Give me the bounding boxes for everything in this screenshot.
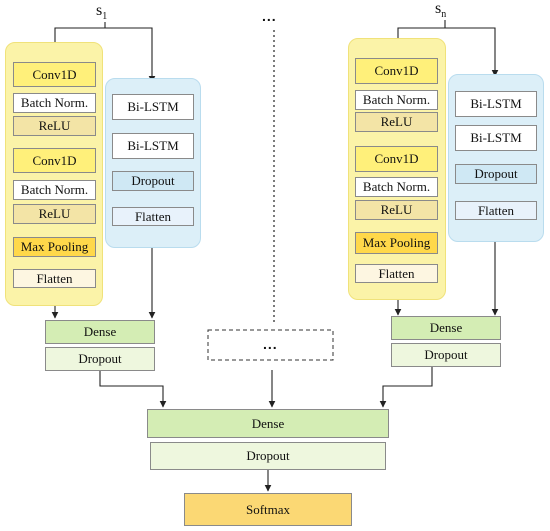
left-cnn-flatten: Flatten <box>13 269 96 288</box>
right-conv1d-2: Conv1D <box>355 146 438 172</box>
left-bilstm-1: Bi-LSTM <box>112 94 194 120</box>
left-bilstm-2: Bi-LSTM <box>112 133 194 159</box>
right-relu-1: ReLU <box>355 112 438 132</box>
right-lstm-dropout: Dropout <box>455 164 537 184</box>
input-label-sn: sn <box>435 0 447 21</box>
left-dropout: Dropout <box>45 347 155 371</box>
right-dense: Dense <box>391 316 501 340</box>
right-cnn-flatten: Flatten <box>355 264 438 283</box>
head-dropout: Dropout <box>150 442 386 470</box>
head-dense: Dense <box>147 409 389 438</box>
right-batch-norm-1: Batch Norm. <box>355 90 438 110</box>
right-conv1d-1: Conv1D <box>355 58 438 84</box>
right-lstm-flatten: Flatten <box>455 201 537 220</box>
left-relu-2: ReLU <box>13 204 96 224</box>
left-max-pooling: Max Pooling <box>13 237 96 257</box>
left-batch-norm-2: Batch Norm. <box>13 180 96 200</box>
right-max-pooling: Max Pooling <box>355 232 438 254</box>
arrow-s1-to-lstm <box>105 27 156 83</box>
right-relu-2: ReLU <box>355 200 438 220</box>
head-softmax: Softmax <box>184 493 352 526</box>
middle-ellipsis-box: ... <box>263 336 278 352</box>
left-relu-1: ReLU <box>13 116 96 136</box>
left-batch-norm-1: Batch Norm. <box>13 93 96 113</box>
left-dense: Dense <box>45 320 155 344</box>
input-label-s1: s1 <box>96 2 108 23</box>
left-lstm-dropout: Dropout <box>112 171 194 191</box>
right-bilstm-2: Bi-LSTM <box>455 125 537 151</box>
right-batch-norm-2: Batch Norm. <box>355 177 438 197</box>
left-conv1d-2: Conv1D <box>13 148 96 173</box>
middle-ellipsis-top: ... <box>262 8 277 24</box>
left-conv1d-1: Conv1D <box>13 62 96 87</box>
right-dropout: Dropout <box>391 343 501 367</box>
middle-dashed-box <box>207 329 334 361</box>
arrow-right-to-head <box>379 366 433 408</box>
arrow-left-to-head <box>99 370 167 408</box>
arrow-sn-to-lstm <box>445 27 499 77</box>
left-lstm-flatten: Flatten <box>112 207 194 226</box>
right-bilstm-1: Bi-LSTM <box>455 91 537 117</box>
